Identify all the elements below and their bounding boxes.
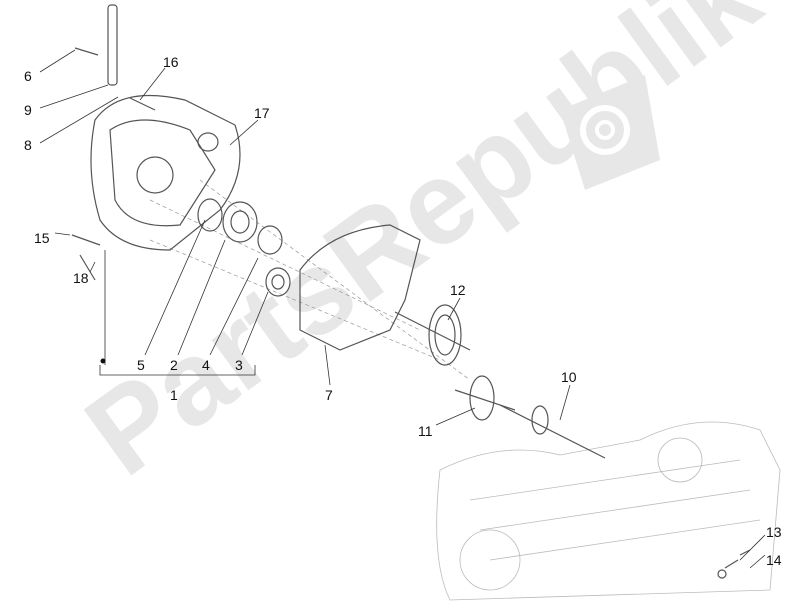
callout-3: 3 [235,357,243,373]
callout-10: 10 [561,369,577,385]
engine-casing-background [436,421,781,601]
transmission-cover [71,4,241,281]
callout-14: 14 [766,552,782,568]
callout-6: 6 [24,68,32,84]
callout-17: 17 [254,105,270,121]
callout-12: 12 [450,282,466,298]
callout-1: 1 [170,387,178,403]
callout-4: 4 [202,357,210,373]
callout-11: 11 [418,423,433,439]
bearings-and-seals [197,132,291,297]
callout-16: 16 [163,54,179,70]
callouts: 6 9 8 16 17 15 18 5 2 4 3 1 7 12 11 10 1… [24,54,782,568]
callout-7: 7 [325,387,333,403]
callout-18: 18 [73,270,89,286]
callout-2: 2 [170,357,178,373]
callout-5: 5 [137,357,145,373]
gear-shafts [394,304,751,579]
leader-lines [39,49,766,569]
callout-9: 9 [24,102,32,118]
callout-8: 8 [24,137,32,153]
callout-15: 15 [34,230,50,246]
gasket [299,224,421,351]
gear-icon [560,75,660,190]
callout-13: 13 [766,524,782,540]
